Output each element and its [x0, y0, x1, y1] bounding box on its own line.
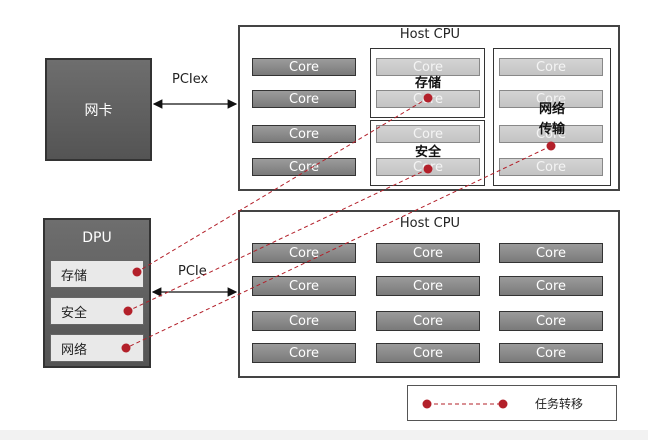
transfer-dot — [546, 141, 556, 151]
host-cpu-top-title: Host CPU — [399, 27, 461, 42]
core: Core — [499, 276, 603, 296]
core: Core — [376, 243, 480, 263]
legend-dot — [498, 399, 508, 409]
core: Core — [252, 343, 356, 363]
pciex-label: PCIex — [172, 72, 209, 87]
core: Core — [499, 343, 603, 363]
core: Core — [499, 311, 603, 331]
network-group — [493, 48, 611, 186]
core: Core — [252, 311, 356, 331]
storage-group — [370, 48, 485, 118]
nic-box: 网卡 — [45, 58, 152, 161]
core: Core — [376, 343, 480, 363]
core: Core — [252, 125, 356, 143]
core: Core — [252, 58, 356, 76]
legend-box — [407, 385, 617, 421]
core: Core — [499, 243, 603, 263]
core: Core — [376, 58, 480, 76]
core: Core — [499, 158, 603, 176]
core: Core — [376, 311, 480, 331]
security-group — [370, 120, 485, 186]
security-group-label: 安全 — [414, 145, 441, 160]
transfer-dot — [121, 343, 131, 353]
transfer-line-storage — [136, 97, 429, 273]
core: Core — [499, 58, 603, 76]
transfer-line-network — [125, 145, 552, 349]
core: Core — [252, 90, 356, 108]
core: Core — [499, 90, 603, 108]
transfer-dot — [423, 164, 433, 174]
legend-label: 任务转移 — [535, 397, 584, 411]
bottom-bar — [0, 430, 648, 440]
storage-group-label: 存储 — [414, 76, 441, 91]
legend-dot — [422, 399, 432, 409]
transfer-dot — [132, 267, 142, 277]
dpu-item-storage: 存储 — [50, 260, 144, 288]
network-group-label-line1: 网络 — [538, 102, 565, 117]
core: Core — [252, 158, 356, 176]
core: Core — [376, 125, 480, 143]
pcie-label: PCIe — [178, 264, 207, 279]
dpu-title: DPU — [82, 230, 112, 246]
core: Core — [252, 276, 356, 296]
core: Core — [376, 276, 480, 296]
host-cpu-bottom-title: Host CPU — [399, 216, 461, 231]
transfer-line-security — [127, 168, 429, 312]
transfer-dot — [123, 306, 133, 316]
dpu-item-network: 网络 — [50, 334, 144, 362]
transfer-dot — [423, 93, 433, 103]
network-group-label-line2: 传输 — [538, 122, 565, 137]
core: Core — [252, 243, 356, 263]
nic-label: 网卡 — [84, 102, 113, 119]
